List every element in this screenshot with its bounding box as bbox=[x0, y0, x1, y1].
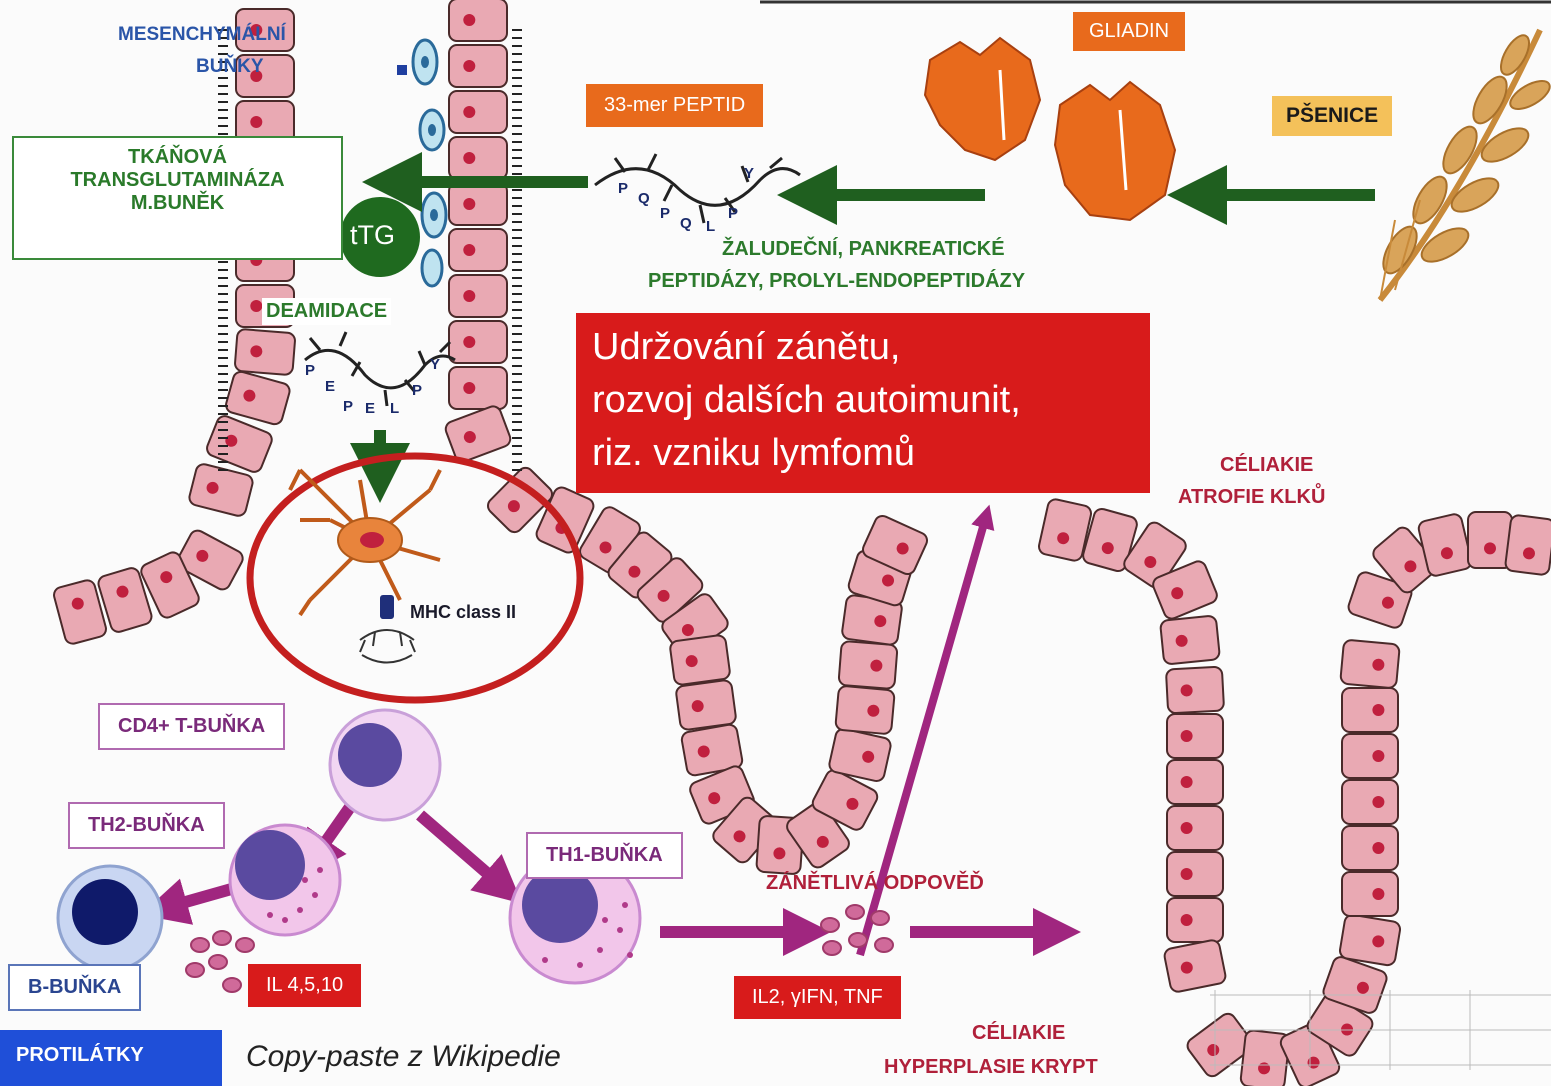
peptide-top-letter-5: L bbox=[706, 218, 715, 235]
label-transglutaminase-line2: TRANSGLUTAMINÁZA bbox=[24, 169, 331, 192]
epithelial-cell bbox=[1167, 714, 1223, 758]
label-33mer-peptide: 33-mer PEPTID bbox=[586, 84, 763, 127]
peptide-deam-letter-3: P bbox=[343, 398, 353, 415]
epithelial-cell bbox=[1163, 939, 1227, 993]
epithelial-cell bbox=[1342, 688, 1398, 732]
epithelial-cell bbox=[449, 0, 507, 41]
epithelial-cell bbox=[1167, 898, 1223, 942]
transglutaminase-box: TKÁŇOVÁ TRANSGLUTAMINÁZA M.BUNĚK bbox=[12, 136, 343, 260]
label-mesenchymal-line1: MESENCHYMÁLNÍ bbox=[118, 24, 286, 46]
wheat-icon bbox=[1377, 30, 1551, 300]
epithelial-cell bbox=[449, 229, 507, 271]
label-il2-ifn-tnf: IL2, γIFN, TNF bbox=[734, 976, 901, 1019]
dendritic-cell-ring bbox=[250, 456, 580, 700]
peptide-top-letter-4: Q bbox=[680, 215, 692, 232]
epithelial-cell bbox=[1342, 826, 1398, 870]
epithelial-cell bbox=[1339, 914, 1401, 967]
peptide-deam-letter-5: L bbox=[390, 400, 399, 417]
label-gliadin: GLIADIN bbox=[1073, 12, 1185, 51]
label-th1-cell: TH1-BUŇKA bbox=[526, 832, 683, 879]
epithelial-cell bbox=[1340, 640, 1400, 689]
epithelial-cell bbox=[835, 686, 895, 735]
peptide-top-letter-7: Y bbox=[744, 165, 754, 182]
peptide-deam-letter-4: E bbox=[365, 400, 375, 417]
peptide-deam-letter-1: P bbox=[305, 362, 315, 379]
epithelial-cell bbox=[449, 275, 507, 317]
label-peptidases-line2: PEPTIDÁZY, PROLYL-ENDOPEPTIDÁZY bbox=[648, 270, 1025, 293]
crypt-right-cells bbox=[1037, 498, 1551, 1086]
label-transglutaminase-line3: M.BUNĚK bbox=[24, 192, 331, 215]
label-th2-cell: TH2-BUŇKA bbox=[68, 802, 225, 849]
epithelial-cell bbox=[449, 137, 507, 179]
epithelial-cell bbox=[1342, 872, 1398, 916]
label-celiac-hyperplasia-line1: CÉLIAKIE bbox=[972, 1022, 1065, 1045]
epithelial-cell bbox=[1167, 806, 1223, 850]
peptide-top-letter-2: Q bbox=[638, 190, 650, 207]
peptide-deam-letter-7: Y bbox=[430, 356, 440, 373]
b-cell-icon bbox=[58, 866, 162, 970]
epithelial-cell bbox=[234, 329, 295, 375]
epithelial-cell bbox=[1166, 667, 1224, 714]
epithelial-cell bbox=[1342, 734, 1398, 778]
epithelial-cell bbox=[205, 414, 274, 475]
label-il-4-5-10: IL 4,5,10 bbox=[248, 964, 361, 1007]
epithelial-cell bbox=[1167, 852, 1223, 896]
epithelial-cell bbox=[449, 321, 507, 363]
label-psenice: PŠENICE bbox=[1272, 96, 1392, 136]
epithelial-cell bbox=[838, 641, 897, 689]
label-peptidases-line1: ŽALUDEČNÍ, PANKREATICKÉ bbox=[722, 238, 1005, 261]
label-celiac-hyperplasia-line2: HYPERPLASIE KRYPT bbox=[884, 1056, 1098, 1079]
mhc-receptor-icon bbox=[360, 595, 415, 663]
epithelial-cell bbox=[449, 45, 507, 87]
label-caption: Copy-paste z Wikipedie bbox=[246, 1040, 561, 1075]
epithelial-cell bbox=[675, 679, 736, 730]
label-deamidation: DEAMIDACE bbox=[262, 298, 391, 325]
cd4-t-cell-icon bbox=[330, 710, 440, 820]
th2-cell-icon bbox=[230, 825, 340, 935]
label-celiac-atrophy-line1: CÉLIAKIE bbox=[1220, 454, 1313, 477]
peptide-top-letter-3: P bbox=[660, 205, 670, 222]
epithelial-cell bbox=[669, 634, 730, 685]
label-ttg: tTG bbox=[350, 220, 395, 251]
cytokine-particles-th1 bbox=[821, 905, 893, 955]
peptide-deam-letter-6: P bbox=[412, 382, 422, 399]
epithelial-cell bbox=[1505, 514, 1551, 575]
label-inflammatory-response: ZÁNĚTLIVÁ ODPOVĚĎ bbox=[766, 872, 984, 895]
label-antibodies: PROTILÁTKY bbox=[0, 1030, 222, 1086]
label-cd4-t-cell: CD4+ T-BUŇKA bbox=[98, 703, 285, 750]
peptide-top-letter-6: P bbox=[728, 205, 738, 222]
villus-left-cells bbox=[52, 9, 295, 645]
epithelial-cell bbox=[224, 370, 291, 426]
peptide-top-letter-1: P bbox=[618, 180, 628, 197]
red-inflammation-box: Udržování zánětu, rozvoj dalších autoimu… bbox=[576, 313, 1150, 493]
label-mesenchymal-line2: BUŇKY bbox=[196, 56, 264, 78]
epithelial-cell bbox=[443, 404, 512, 464]
epithelial-cell bbox=[449, 367, 507, 409]
label-celiac-atrophy-line2: ATROFIE KLKŮ bbox=[1178, 486, 1325, 509]
red-box-line1: Udržování zánětu, bbox=[592, 321, 1134, 374]
label-b-cell: B-BUŇKA bbox=[8, 964, 141, 1011]
epithelial-cell bbox=[449, 183, 507, 225]
label-transglutaminase-line1: TKÁŇOVÁ bbox=[24, 146, 331, 169]
label-mhc-class-ii: MHC class II bbox=[410, 602, 516, 623]
epithelial-cell bbox=[1342, 780, 1398, 824]
epithelial-cell bbox=[1167, 760, 1223, 804]
red-box-line2: rozvoj dalších autoimunit, bbox=[592, 374, 1134, 427]
red-box-line3: riz. vzniku lymfomů bbox=[592, 427, 1134, 480]
epithelial-cell bbox=[1160, 615, 1220, 664]
cytokine-particles-th2 bbox=[186, 931, 254, 992]
epithelial-cell bbox=[449, 91, 507, 133]
peptide-deam-letter-2: E bbox=[325, 378, 335, 395]
